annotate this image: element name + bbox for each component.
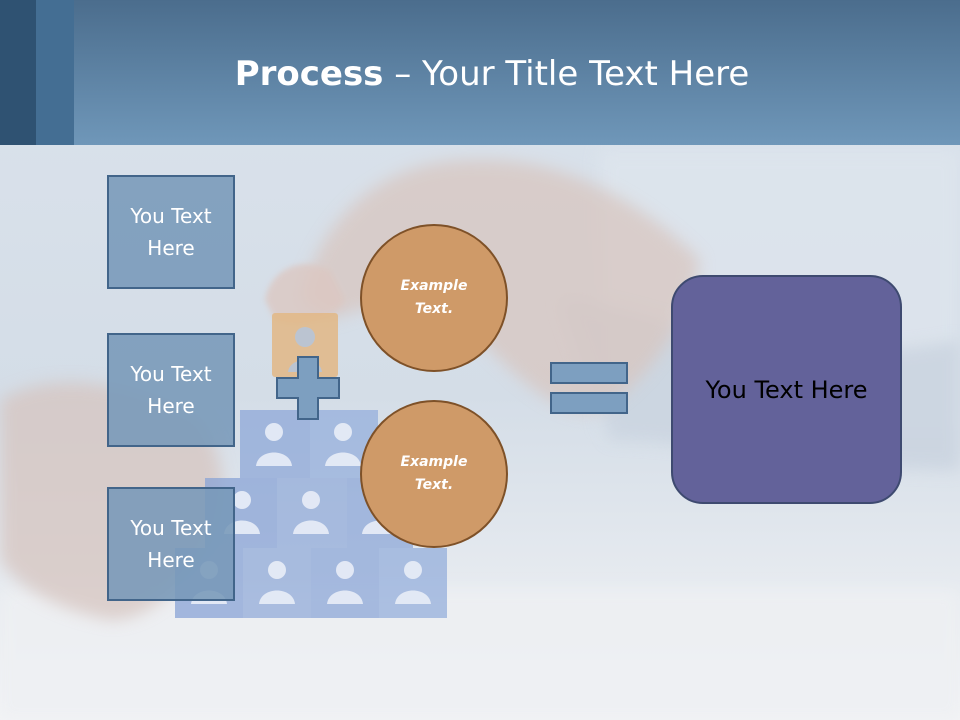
- header-accent-strip: [36, 0, 74, 145]
- equals-icon: [550, 362, 628, 414]
- operand-circle-1: Example Text.: [360, 224, 508, 372]
- input-box-3: You Text Here: [107, 487, 235, 601]
- plus-icon: [276, 356, 340, 420]
- result-box: You Text Here: [671, 275, 902, 504]
- input-box-2: You Text Here: [107, 333, 235, 447]
- header-bar: Process – Your Title Text Here: [0, 0, 960, 145]
- header-accent-strip: [0, 0, 36, 145]
- slide-title: Process – Your Title Text Here: [74, 52, 910, 96]
- title-rest-part: – Your Title Text Here: [383, 54, 750, 94]
- operand-circle-2: Example Text.: [360, 400, 508, 548]
- input-box-1: You Text Here: [107, 175, 235, 289]
- title-bold-part: Process: [234, 54, 384, 94]
